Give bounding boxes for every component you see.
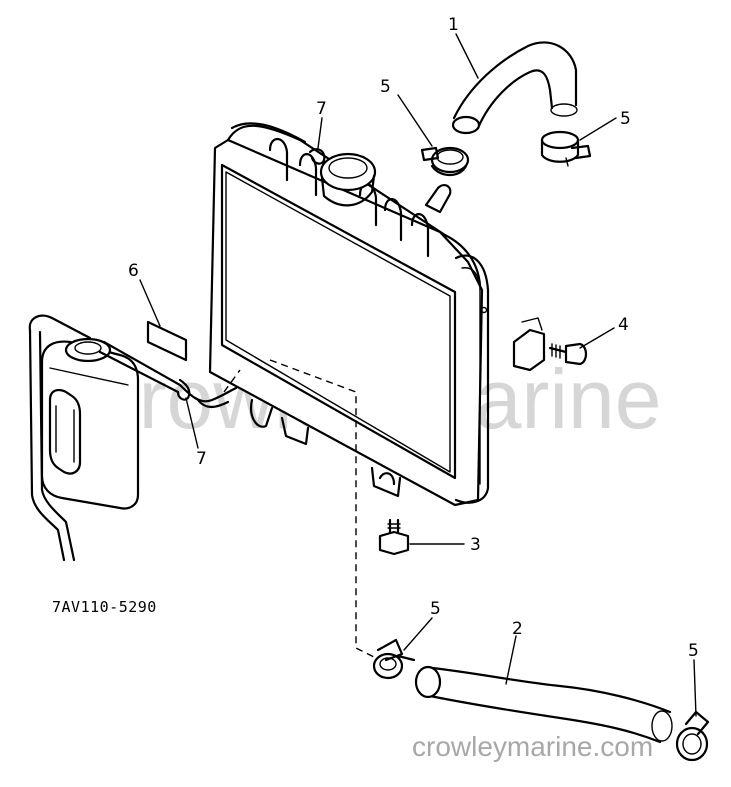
callout-2-lower-hose: 2 — [512, 619, 523, 639]
clamp-upper-right — [540, 130, 592, 167]
tube-clip — [176, 378, 191, 401]
reservoir-tank — [28, 314, 140, 562]
callout-5-clamp-upper-left: 5 — [380, 77, 391, 97]
callout-1-upper-hose: 1 — [448, 15, 459, 35]
callout-4-bracket-bolt: 4 — [618, 315, 629, 335]
lower-hose — [414, 665, 673, 744]
clamp-lower-right — [675, 710, 710, 762]
bottom-bolt — [378, 518, 410, 556]
callout-6-band: 6 — [128, 261, 139, 281]
radiator — [208, 122, 490, 507]
band-strap — [146, 320, 188, 362]
bracket-and-bolt — [512, 317, 588, 372]
site-label: crowleymarine.com — [412, 731, 653, 762]
upper-hose — [451, 41, 578, 135]
callout-5-clamp-lower-right: 5 — [688, 641, 699, 661]
callout-3-bottom-bolt: 3 — [470, 535, 481, 555]
callout-7-cap-clip: 7 — [316, 99, 327, 119]
callout-5-clamp-lower-left: 5 — [430, 599, 441, 619]
leader-lines — [139, 33, 697, 717]
callout-5-clamp-upper-right: 5 — [620, 109, 631, 129]
overflow-hose — [102, 340, 238, 403]
clamp-lower-left — [372, 638, 416, 680]
diagram-part-code: 7AV110-5290 — [52, 598, 157, 616]
callout-7-tube-clip: 7 — [196, 449, 207, 469]
cap-clip — [308, 148, 326, 165]
clamp-upper-left — [420, 146, 470, 177]
